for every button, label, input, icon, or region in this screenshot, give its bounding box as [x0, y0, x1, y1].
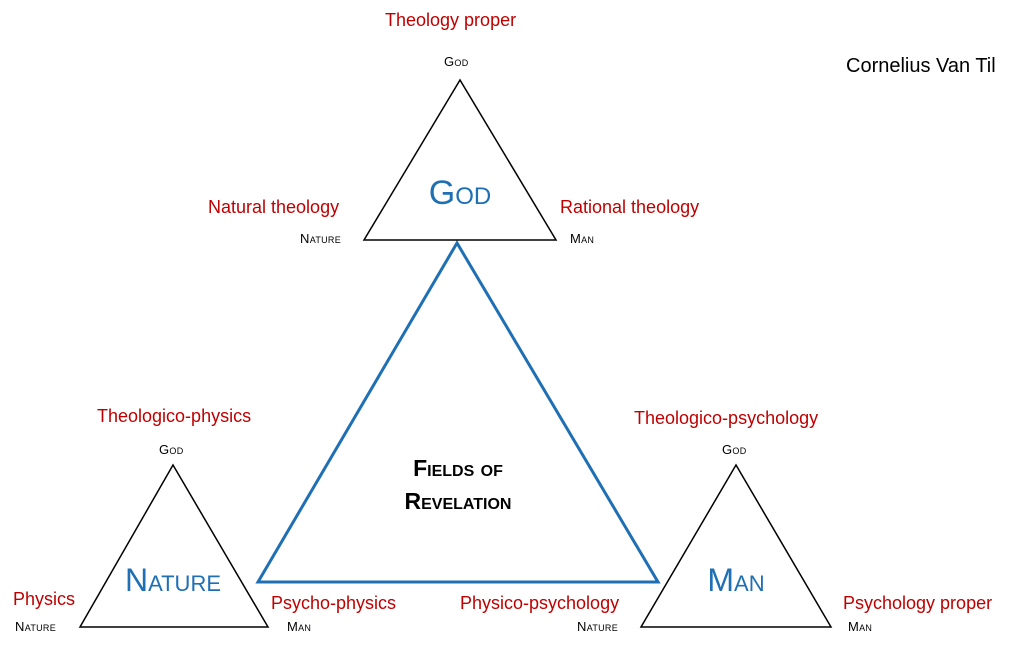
- god-triangle-right-label: Rational theology: [560, 197, 700, 217]
- nature-triangle-right-corner: Man: [287, 619, 312, 634]
- man-triangle-top-label: Theologico-psychology: [634, 408, 819, 428]
- nature-triangle-shape: [78, 463, 270, 628]
- nature-triangle-title: Nature: [124, 562, 222, 598]
- man-triangle-left-label: Physico-psychology: [460, 593, 620, 613]
- god-triangle-shape: [362, 78, 558, 241]
- nature-triangle-top-corner: God: [159, 442, 184, 457]
- man-triangle-right-label: Psychology proper: [843, 593, 993, 613]
- author-label: Cornelius Van Til: [846, 55, 996, 77]
- nature-triangle-right-label: Psycho-physics: [271, 593, 397, 613]
- fields-of-revelation-triangle: [255, 240, 661, 584]
- fields-title-line1: Fields of: [413, 455, 503, 481]
- nature-triangle-left-label: Physics: [13, 589, 76, 609]
- god-triangle-title: God: [428, 174, 492, 212]
- nature-triangle-left-corner: Nature: [15, 619, 57, 634]
- man-triangle-right-corner: Man: [848, 619, 873, 634]
- man-triangle-left-corner: Nature: [577, 619, 619, 634]
- god-triangle-right-corner: Man: [570, 231, 595, 246]
- fields-title-line2: Revelation: [404, 488, 512, 515]
- man-triangle-title: Man: [707, 562, 765, 598]
- god-triangle-left-label: Natural theology: [208, 197, 340, 217]
- fields-of-revelation-title: Fields of Revelation: [368, 452, 548, 519]
- man-triangle-top-corner: God: [722, 442, 747, 457]
- nature-triangle-top-label: Theologico-physics: [97, 406, 252, 426]
- god-triangle-left-corner: Nature: [300, 231, 342, 246]
- god-triangle-top-label: Theology proper: [385, 10, 517, 30]
- god-triangle-top-corner: God: [444, 54, 469, 69]
- man-triangle-shape: [639, 463, 833, 628]
